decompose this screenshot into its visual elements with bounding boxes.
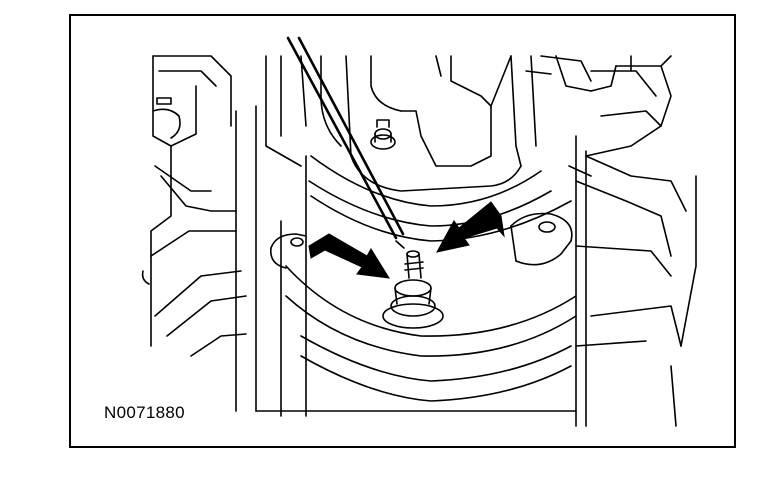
figure-frame: N0071880 xyxy=(69,14,736,448)
right-arrow xyxy=(436,201,505,253)
upper-bolt xyxy=(370,119,396,150)
left-bracket xyxy=(141,55,247,357)
figure-id-label: N0071880 xyxy=(104,403,185,423)
right-mount-ear xyxy=(510,212,573,266)
probe-wire xyxy=(286,36,405,240)
left-arrow xyxy=(308,233,390,279)
center-shield xyxy=(255,155,577,417)
sensor-body xyxy=(382,240,444,329)
right-bracket xyxy=(568,55,697,427)
left-mount-ear xyxy=(269,233,307,269)
engine-component-illustration xyxy=(141,36,697,427)
callout-arrows xyxy=(308,201,505,279)
